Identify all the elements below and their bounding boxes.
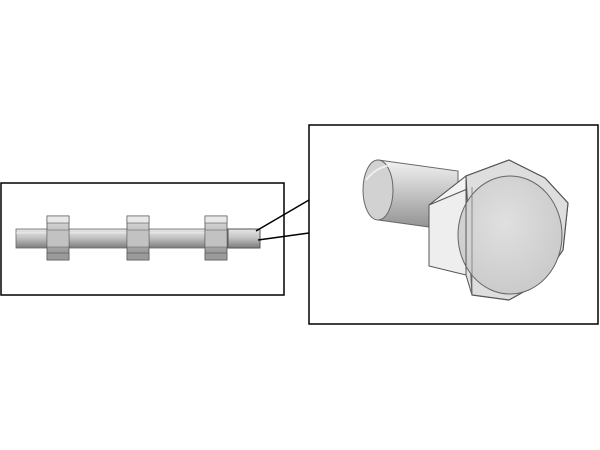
nut-1 [46,215,70,261]
callout-line-lower [257,232,310,241]
bolt-head-face [457,175,563,295]
callout-lines [255,199,310,241]
rod-end-highlight [227,228,261,249]
callout-line-upper [255,199,310,232]
detail-panel [308,124,599,325]
overview-panel [0,182,285,296]
bolt-hex-head [428,159,569,301]
nut-2 [126,215,150,261]
nut-3 [204,215,228,261]
